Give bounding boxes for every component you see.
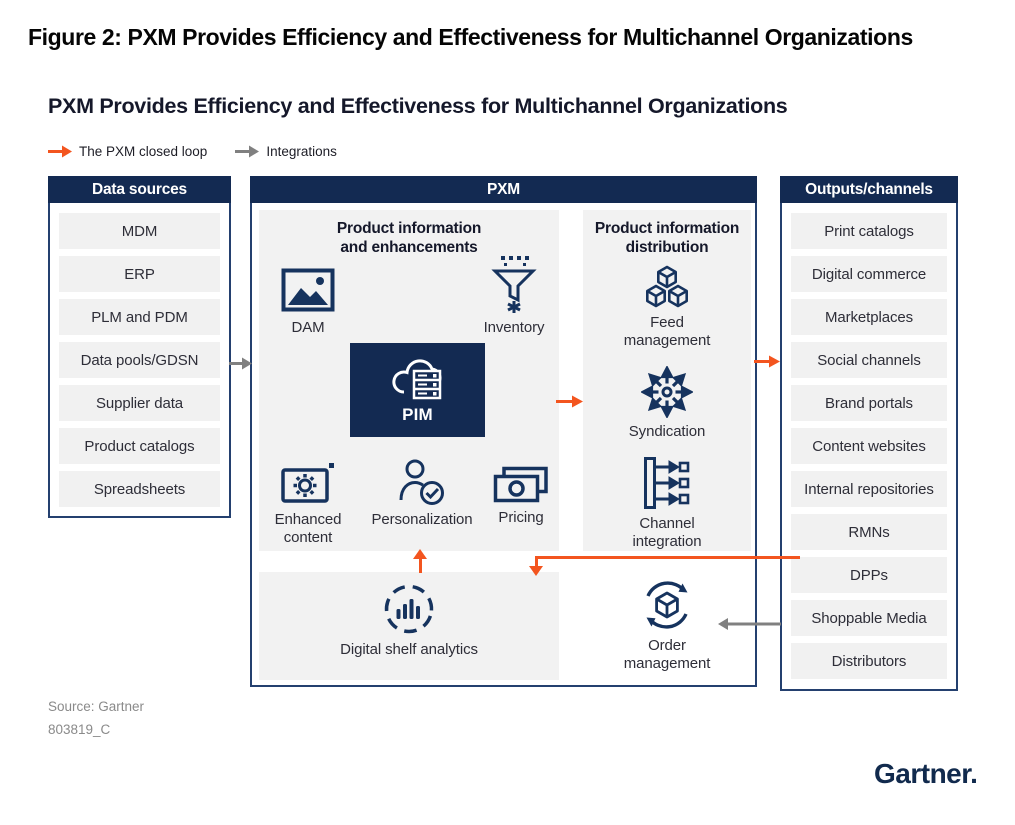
loop-arrowhead-up-icon (413, 549, 427, 559)
order-management-block: Order management (583, 578, 751, 673)
pim-box: PIM (350, 343, 485, 437)
output-item: Brand portals (791, 385, 947, 421)
enhancements-title-line1: Product information (336, 220, 482, 237)
orange-arrow-icon (48, 145, 72, 158)
pim-label: PIM (402, 405, 433, 424)
distribution-title-line1: Product information (594, 220, 740, 237)
enhanced-content-label: Enhanced content (274, 511, 342, 546)
integration-arrow-outputs-to-order-management (718, 618, 781, 630)
loop-arrowhead-down-icon (529, 566, 543, 576)
channel-integration-icon (644, 457, 690, 509)
legend-integrations-label: Integrations (266, 144, 337, 159)
output-item: Social channels (791, 342, 947, 378)
legend-closed-loop: The PXM closed loop (48, 144, 207, 159)
enhancements-title: Product information and enhancements (259, 219, 559, 257)
channel-integration-block: Channel integration (583, 456, 751, 551)
digital-shelf-analytics-block: Digital shelf analytics (259, 582, 559, 659)
order-management-area: Order management (583, 560, 751, 685)
syndication-spread-arrows-icon (641, 366, 693, 418)
outputs-header: Outputs/channels (780, 176, 958, 203)
personalization-person-check-icon (399, 459, 444, 505)
output-item: Distributors (791, 643, 947, 679)
data-sources-list: MDM ERP PLM and PDM Data pools/GDSN Supplier… (48, 203, 231, 518)
inventory-funnel-icon (491, 256, 537, 313)
syndication-label: Syndication (628, 423, 706, 440)
output-item: Print catalogs (791, 213, 947, 249)
loop-line-analytics-to-enhancements (419, 559, 422, 573)
output-item: Shoppable Media (791, 600, 947, 636)
dam-label: DAM (291, 319, 325, 336)
pim-cloud-server-icon (391, 359, 441, 400)
data-source-item: Data pools/GDSN (59, 342, 220, 378)
figure-title: Figure 2: PXM Provides Efficiency and Ef… (28, 24, 913, 50)
pricing-block: Pricing (485, 466, 557, 527)
personalization-label: Personalization (371, 511, 473, 528)
output-item: Marketplaces (791, 299, 947, 335)
inventory-block: Inventory (471, 254, 557, 337)
data-sources-header: Data sources (48, 176, 231, 203)
digital-shelf-analytics-label: Digital shelf analytics (340, 641, 478, 658)
pxm-column: PXM Product information and enhancements… (250, 176, 757, 687)
output-item: RMNs (791, 514, 947, 550)
pxm-header: PXM (250, 176, 757, 203)
product-info-distribution-panel: Product information distribution (583, 210, 751, 551)
enhancements-title-line2: and enhancements (340, 239, 478, 256)
document-id: 803819_C (48, 722, 111, 737)
data-source-item: PLM and PDM (59, 299, 220, 335)
data-source-item: Supplier data (59, 385, 220, 421)
enhanced-content-screen-gear-icon (281, 463, 334, 503)
digital-shelf-analytics-panel: Digital shelf analytics (259, 572, 559, 680)
distribution-title: Product information distribution (583, 219, 751, 257)
source-note: Source: Gartner (48, 699, 145, 714)
data-source-item: Product catalogs (59, 428, 220, 464)
data-sources-column: Data sources MDM ERP PLM and PDM Data pools… (48, 176, 231, 518)
enhanced-content-block: Enhanced content (259, 462, 357, 547)
data-source-item: MDM (59, 213, 220, 249)
inventory-label: Inventory (483, 319, 545, 336)
chart-title: PXM Provides Efficiency and Effectivenes… (48, 94, 788, 118)
personalization-block: Personalization (357, 458, 487, 529)
legend: The PXM closed loop Integrations (48, 144, 337, 159)
output-item: Digital commerce (791, 256, 947, 292)
loop-arrow-distribution-to-outputs (754, 355, 780, 368)
data-source-item: ERP (59, 256, 220, 292)
pricing-label: Pricing (498, 509, 544, 526)
distribution-title-line2: distribution (625, 239, 709, 256)
output-item: DPPs (791, 557, 947, 593)
syndication-block: Syndication (583, 366, 751, 441)
product-info-enhancements-panel: Product information and enhancements DAM (259, 210, 559, 551)
feed-management-block: Feed management (583, 265, 751, 350)
output-item: Content websites (791, 428, 947, 464)
order-management-cycle-icon (646, 581, 688, 629)
output-item: Internal repositories (791, 471, 947, 507)
integration-arrow-datasources-to-pxm (229, 357, 252, 370)
pxm-body: Product information and enhancements DAM (250, 203, 757, 687)
pricing-banknote-icon (493, 466, 548, 503)
loop-line-drop (535, 556, 538, 567)
digital-shelf-analytics-icon (384, 584, 434, 634)
dam-block: DAM (263, 268, 353, 337)
legend-closed-loop-label: The PXM closed loop (79, 144, 208, 159)
gray-arrow-icon (235, 145, 260, 158)
gartner-logo: Gartner. (874, 758, 978, 789)
channel-integration-label: Channel integration (632, 515, 702, 550)
loop-arrow-pim-to-distribution (556, 395, 583, 408)
order-management-label: Order management (623, 637, 711, 672)
legend-integrations: Integrations (235, 144, 337, 159)
dam-image-icon (281, 268, 335, 312)
loop-line-outputs-to-analytics (537, 556, 800, 559)
feed-management-cubes-icon (646, 265, 689, 308)
data-source-item: Spreadsheets (59, 471, 220, 507)
feed-management-label: Feed management (623, 314, 711, 349)
